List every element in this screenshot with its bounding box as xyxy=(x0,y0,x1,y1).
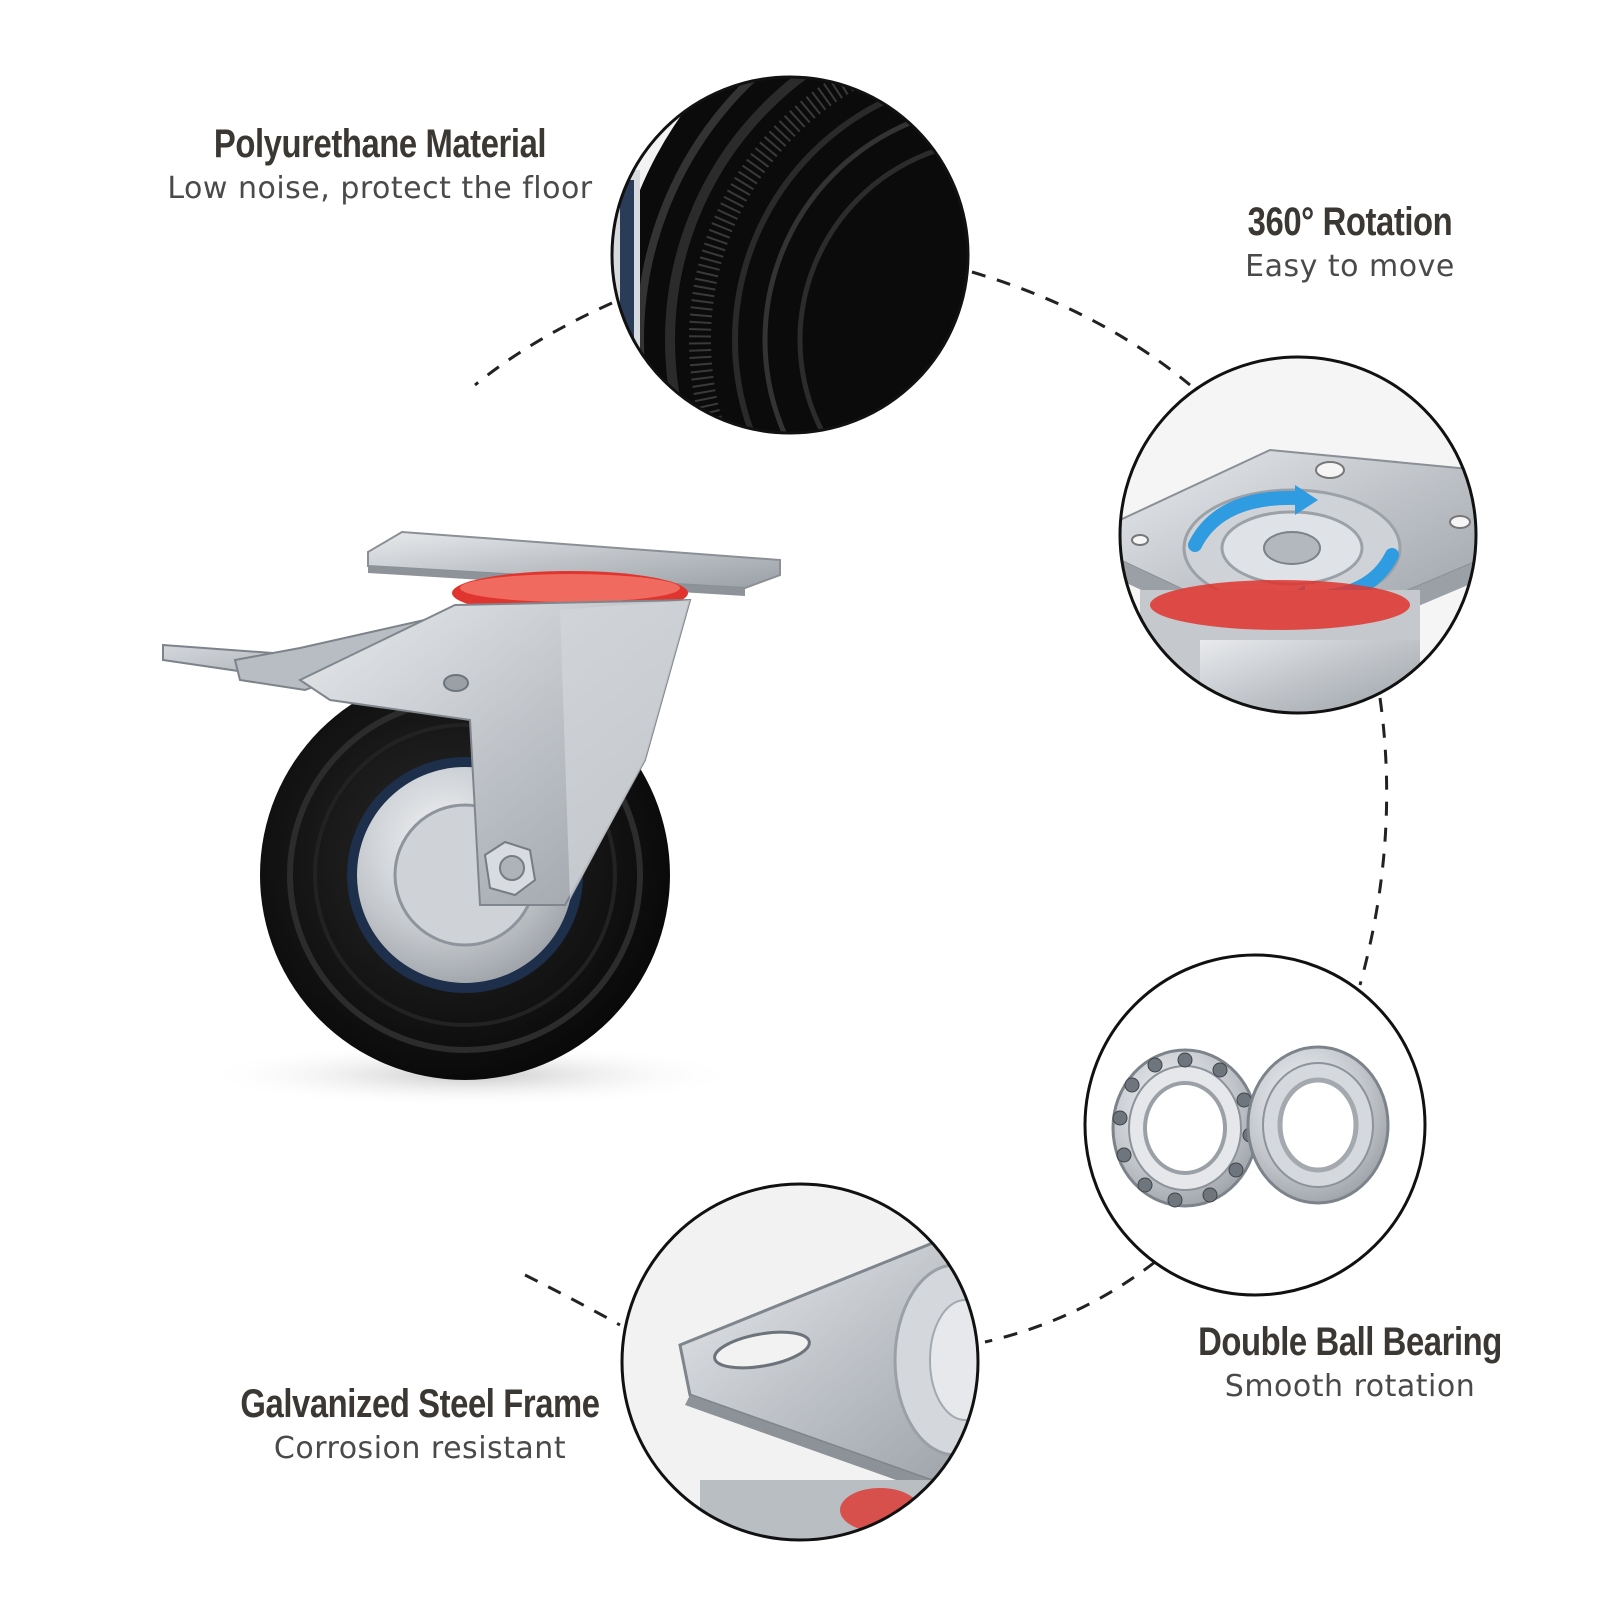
dashed-arc-bottom-left xyxy=(524,1273,621,1327)
ball-bearing-closeup xyxy=(1083,953,1427,1297)
tire-closeup xyxy=(610,75,970,435)
swivel-plate-closeup xyxy=(1118,355,1478,715)
dashed-arc-top-left xyxy=(474,301,613,387)
feature-rotation: 360° Rotation Easy to move xyxy=(1200,200,1500,284)
feature-galvanized: Galvanized Steel Frame Corrosion resista… xyxy=(200,1382,640,1466)
dashed-arc-top-right xyxy=(971,270,1191,387)
feature-title: Polyurethane Material xyxy=(213,122,547,166)
steel-plate-closeup xyxy=(620,1182,980,1542)
feature-title: 360° Rotation xyxy=(1247,200,1453,244)
feature-bearing: Double Ball Bearing Smooth rotation xyxy=(1160,1320,1540,1404)
feature-subtitle: Low noise, protect the floor xyxy=(167,171,593,206)
dashed-connector-arcs xyxy=(474,270,1389,1344)
feature-subtitle: Smooth rotation xyxy=(1224,1369,1476,1404)
feature-title: Galvanized Steel Frame xyxy=(240,1382,600,1426)
caster-wheel-photo xyxy=(162,530,781,1107)
dashed-arc-bottom-right xyxy=(984,1260,1156,1344)
feature-subtitle: Easy to move xyxy=(1245,249,1455,284)
dashed-arc-right xyxy=(1358,697,1389,986)
feature-polyurethane: Polyurethane Material Low noise, protect… xyxy=(150,122,610,206)
feature-subtitle: Corrosion resistant xyxy=(273,1431,567,1466)
feature-title: Double Ball Bearing xyxy=(1198,1320,1502,1364)
